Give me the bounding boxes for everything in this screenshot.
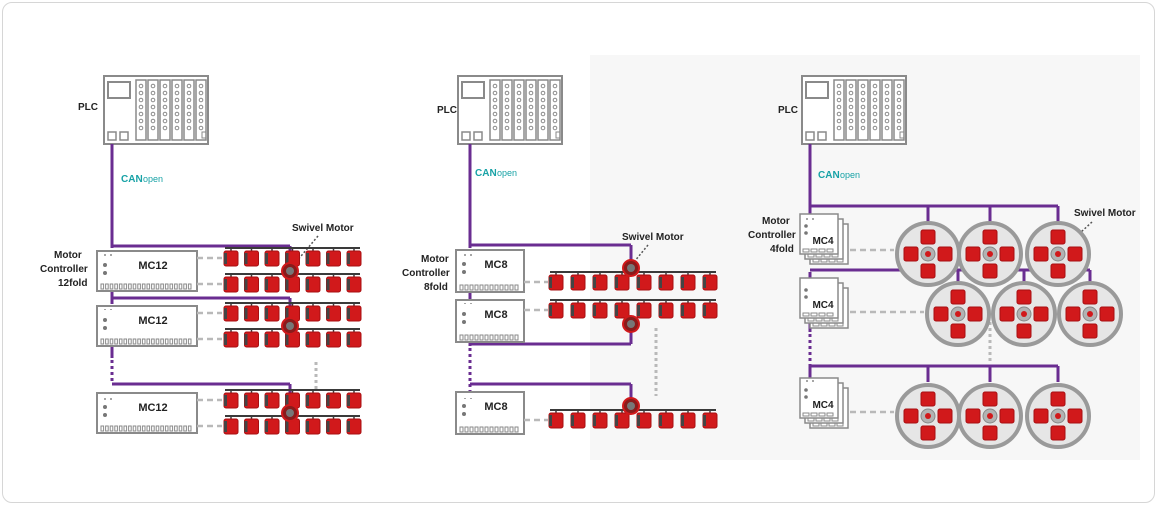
motor: [1082, 289, 1098, 305]
motor: [1033, 408, 1049, 424]
canopen-bus: [110, 144, 292, 405]
plc-label: PLC: [437, 105, 457, 116]
motor: [1065, 306, 1081, 322]
controller-mc12-2: MC12: [96, 305, 198, 347]
motor: [1033, 306, 1049, 322]
motor: [967, 306, 983, 322]
motor: [1050, 425, 1066, 441]
motor: [933, 306, 949, 322]
controller-label: MC4: [812, 300, 834, 311]
motor: [999, 408, 1015, 424]
controller-type-label-line3: 8fold: [424, 282, 448, 293]
swivel-motor-label: Swivel Motor: [622, 232, 684, 243]
motor: [965, 246, 981, 262]
swivel-disc-motor: [895, 383, 961, 449]
motor-group-1: [223, 247, 362, 293]
diagram-mc4: PLC CAN open Motor Controller 4fold: [748, 75, 1136, 449]
canopen-logo-open: open: [840, 170, 860, 180]
controller-label: MC12: [138, 260, 167, 272]
controller-mc12-1: MC12: [96, 250, 198, 292]
canopen-logo-can: CAN: [121, 174, 143, 185]
swivel-motor-label: Swivel Motor: [1074, 208, 1136, 219]
motor: [920, 263, 936, 279]
canopen-bus: [468, 144, 633, 400]
controller-type-label-line1: Motor: [54, 250, 82, 261]
motor-group-3: [223, 389, 362, 435]
motor: [950, 289, 966, 305]
plc-module: [801, 75, 907, 145]
motor: [999, 306, 1015, 322]
motor: [1050, 391, 1066, 407]
motor: [1016, 289, 1032, 305]
controller-label: MC4: [812, 236, 834, 247]
motor: [1067, 408, 1083, 424]
motor: [982, 391, 998, 407]
motor: [965, 408, 981, 424]
motor: [903, 246, 919, 262]
controller-mc4-2: MC4: [799, 277, 849, 329]
motor: [920, 425, 936, 441]
controller-mc8-3: MC8: [455, 391, 525, 435]
motor: [920, 229, 936, 245]
swivel-disc-motor: [1025, 383, 1091, 449]
controller-type-label-line2: Controller: [402, 268, 450, 279]
controller-label: MC12: [138, 402, 167, 414]
controller-mc8-1: MC8: [455, 249, 525, 293]
swivel-motor-label: Swivel Motor: [292, 223, 354, 234]
motor-group-1: [548, 259, 718, 333]
motor: [999, 246, 1015, 262]
controller-mc4-3: MC4: [799, 377, 849, 429]
controller-mc8-2: MC8: [455, 299, 525, 343]
motor: [937, 246, 953, 262]
plc-module: [457, 75, 563, 145]
motor: [1050, 229, 1066, 245]
motor: [1082, 323, 1098, 339]
swivel-disc-motor: [991, 281, 1057, 347]
swivel-disc-motor: [1025, 221, 1091, 287]
controller-label: MC8: [484, 259, 507, 271]
controller-mc4-1: MC4: [799, 213, 849, 265]
swivel-disc-motor: [957, 383, 1023, 449]
controller-type-label-line1: Motor: [421, 254, 449, 265]
controller-label: MC8: [484, 309, 507, 321]
motor: [1016, 323, 1032, 339]
motor: [1099, 306, 1115, 322]
motor: [982, 425, 998, 441]
motor: [937, 408, 953, 424]
swivel-disc-motor: [957, 221, 1023, 287]
motor-group-2: [548, 397, 718, 429]
canopen-logo-can: CAN: [818, 170, 840, 181]
controller-label: MC8: [484, 401, 507, 413]
controller-type-label-line2: Controller: [40, 264, 88, 275]
swivel-disc-motor: [925, 281, 991, 347]
canopen-logo-open: open: [497, 168, 517, 178]
motor-group-2: [223, 302, 362, 348]
controller-label: MC12: [138, 315, 167, 327]
swivel-disc-motor: [1057, 281, 1123, 347]
controller-type-label-line2: Controller: [748, 230, 796, 241]
diagram-mc8: PLC CAN open Motor Controller 8fold Swiv…: [402, 75, 718, 435]
swivel-disc-motor: [895, 221, 961, 287]
motor: [982, 229, 998, 245]
plc-module: [103, 75, 209, 145]
motor: [1033, 246, 1049, 262]
plc-label: PLC: [78, 102, 98, 113]
motor: [1067, 246, 1083, 262]
motor: [903, 408, 919, 424]
controller-type-label-line1: Motor: [762, 216, 790, 227]
motor: [1050, 263, 1066, 279]
motor: [982, 263, 998, 279]
controller-label: MC4: [812, 400, 834, 411]
controller-mc12-3: MC12: [96, 392, 198, 434]
canopen-logo-can: CAN: [475, 168, 497, 179]
controller-type-label-line3: 4fold: [770, 244, 794, 255]
motor: [920, 391, 936, 407]
canopen-logo-open: open: [143, 174, 163, 184]
plc-label: PLC: [778, 105, 798, 116]
diagram-mc12: PLC CAN open Motor Controller 12fold Swi…: [40, 75, 362, 435]
controller-type-label-line3: 12fold: [58, 278, 87, 289]
motor: [950, 323, 966, 339]
